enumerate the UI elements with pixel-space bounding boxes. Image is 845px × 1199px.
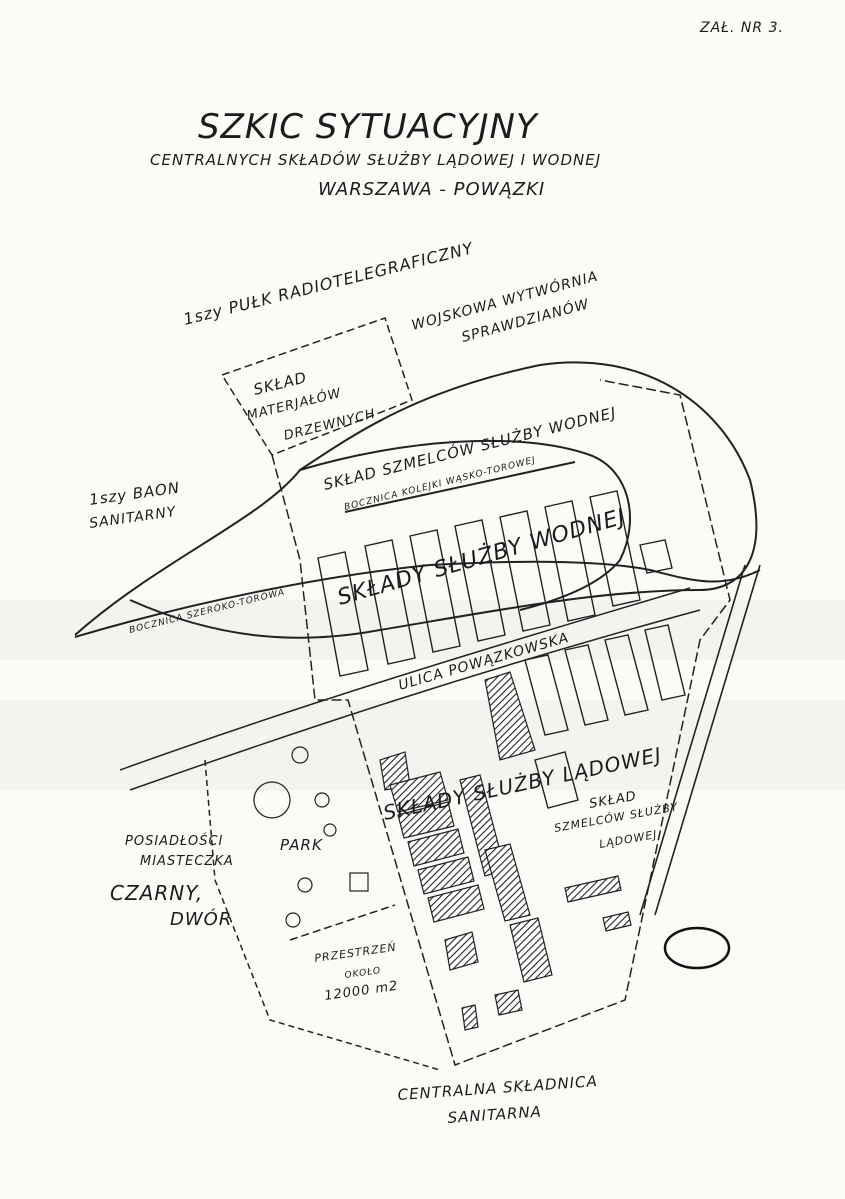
broad-gauge-siding [74, 560, 761, 638]
railway-loop-inner [299, 439, 631, 611]
label-open-space-1: PRZESTRZEŃ [314, 941, 398, 965]
label-land-scrap-depot-3: LĄDOWEJ [598, 828, 658, 851]
subtitle-line-1: CENTRALNYCH SKŁADÓW SŁUŻBY LĄDOWEJ I WOD… [150, 150, 601, 169]
archive-stamp [663, 926, 731, 970]
label-czarny-dwor-1: CZARNY, [110, 881, 203, 905]
hatched-buildings [379, 671, 632, 1031]
label-wood-depot-1: SKŁAD [252, 368, 309, 399]
railway-loop [74, 361, 758, 639]
rail-right-1 [654, 564, 761, 916]
label-broad-gauge-siding: BOCZNICA SZEROKO-TOROWA [128, 587, 286, 635]
water-service-warehouses [317, 490, 673, 677]
powazkowska-street [129, 609, 701, 791]
park-boundary [204, 759, 441, 1071]
wood-depot-boundary [221, 317, 413, 456]
label-central-sanitary-depot-1: CENTRALNA SKŁADNICA [397, 1072, 598, 1104]
scan-artifact-band [0, 700, 845, 790]
page-title: SZKIC SYTUACYJNY [198, 107, 539, 147]
label-sanitary-battalion-2: SANITARNY [88, 504, 177, 532]
label-town-properties-2: MIASTECZKA [140, 854, 234, 869]
label-open-space-3: 12000 m2 [323, 979, 399, 1004]
annex-number: ZAŁ. NR 3. [699, 20, 784, 36]
subtitle-line-2: WARSZAWA - POWĄZKI [318, 179, 545, 200]
powazkowska-street-edge [119, 587, 691, 771]
rail-right-2 [639, 564, 746, 916]
label-czarny-dwor-2: DWÓR [170, 908, 232, 930]
label-town-properties-1: POSIADŁOŚCI [125, 833, 223, 849]
park-inner-divider [289, 904, 396, 941]
label-central-sanitary-depot-2: SANITARNA [447, 1102, 542, 1127]
land-service-warehouses [524, 624, 686, 809]
label-wood-depot-3: DRZEWNYCH [282, 407, 377, 444]
park-trees [253, 746, 369, 928]
label-park: PARK [280, 836, 323, 854]
scan-artifact-band [0, 600, 845, 660]
label-open-space-2: OKOŁO [344, 966, 382, 981]
narrow-gauge-siding [344, 461, 576, 513]
